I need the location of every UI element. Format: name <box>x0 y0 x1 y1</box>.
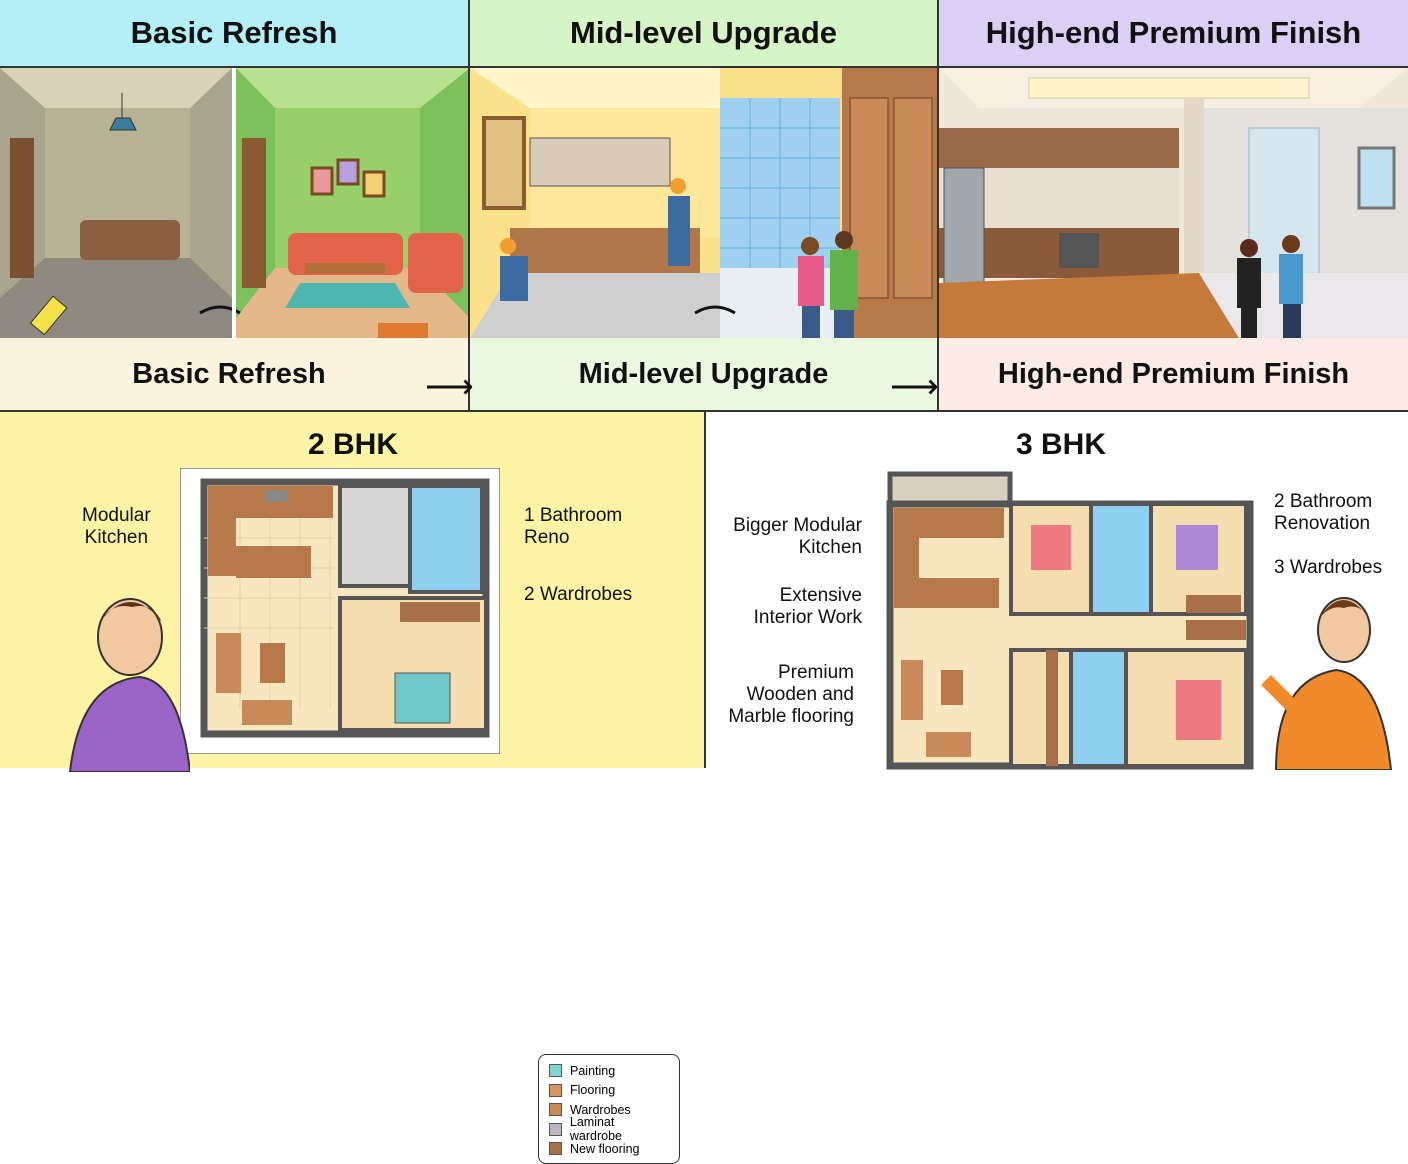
label-extensive-interior-work: Extensive Interior Work <box>753 585 862 628</box>
panel-3bhk: 3 BHK Bigger Modular Kitchen Extensive I… <box>706 412 1408 770</box>
plan-2bhk-title: 2 BHK <box>308 428 399 461</box>
swatch <box>549 1142 562 1156</box>
caption-mid-level-upgrade: Mid-level Upgrade <box>470 338 939 412</box>
swatch <box>549 1083 562 1097</box>
legend-label: Laminat wardrobe <box>569 1115 623 1144</box>
label-2-wardrobes: 2 Wardrobes <box>524 584 633 605</box>
arrow-right-icon: ⟶ <box>890 368 939 406</box>
divider <box>232 68 236 338</box>
label-bigger-modular-kitchen: Bigger Modular Kitchen <box>733 515 862 558</box>
legend-item: Laminat wardrobe <box>549 1115 669 1143</box>
header-basic-refresh: Basic Refresh <box>0 0 470 68</box>
panel-2bhk: 2 BHK Modular Kitchen 1 Bathroom Reno 2 … <box>0 412 706 1164</box>
swatch <box>549 1122 562 1136</box>
legend-item: Painting <box>549 1061 669 1081</box>
floor-plan-3bhk <box>886 471 1254 770</box>
swatch <box>549 1064 562 1078</box>
mid-level-upgrade-illustration <box>470 68 937 338</box>
caption-basic-refresh: Basic Refresh <box>0 338 470 412</box>
header-mid-level-upgrade: Mid-level Upgrade <box>470 0 939 68</box>
caption-high-end-finish: High-end Premium Finish <box>939 338 1408 412</box>
basic-refresh-illustration <box>0 68 468 338</box>
high-end-finish-illustration <box>939 68 1408 338</box>
person-pointing-illustration <box>1261 597 1393 770</box>
label-3-wardrobes: 3 Wardrobes <box>1274 557 1383 578</box>
label-1-bathroom-reno: 1 Bathroom Reno <box>524 505 623 548</box>
label-premium-flooring: Premium Wooden and Marble flooring <box>728 662 854 727</box>
legend-item: Flooring <box>549 1081 669 1101</box>
label-modular-kitchen: Modular Kitchen <box>82 505 151 548</box>
legend-2bhk: Painting Flooring Wardrobes Laminat ward… <box>538 1054 680 1164</box>
header-high-end-finish: High-end Premium Finish <box>939 0 1408 68</box>
legend-label: New flooring <box>570 1141 640 1156</box>
swatch <box>549 1103 562 1117</box>
label-2-bathroom-renovation: 2 Bathroom Renovation <box>1274 491 1373 534</box>
floor-plan-2bhk <box>180 468 500 754</box>
person-thinking-illustration <box>68 598 190 772</box>
scene-high-end-finish <box>939 68 1408 338</box>
legend-label: Painting <box>570 1063 616 1078</box>
scene-basic-refresh <box>0 68 470 338</box>
scene-mid-level-upgrade <box>470 68 939 338</box>
plan-3bhk-title: 3 BHK <box>1016 428 1107 461</box>
legend-label: Flooring <box>570 1083 616 1098</box>
arrow-right-icon: ⟶ <box>425 368 474 406</box>
